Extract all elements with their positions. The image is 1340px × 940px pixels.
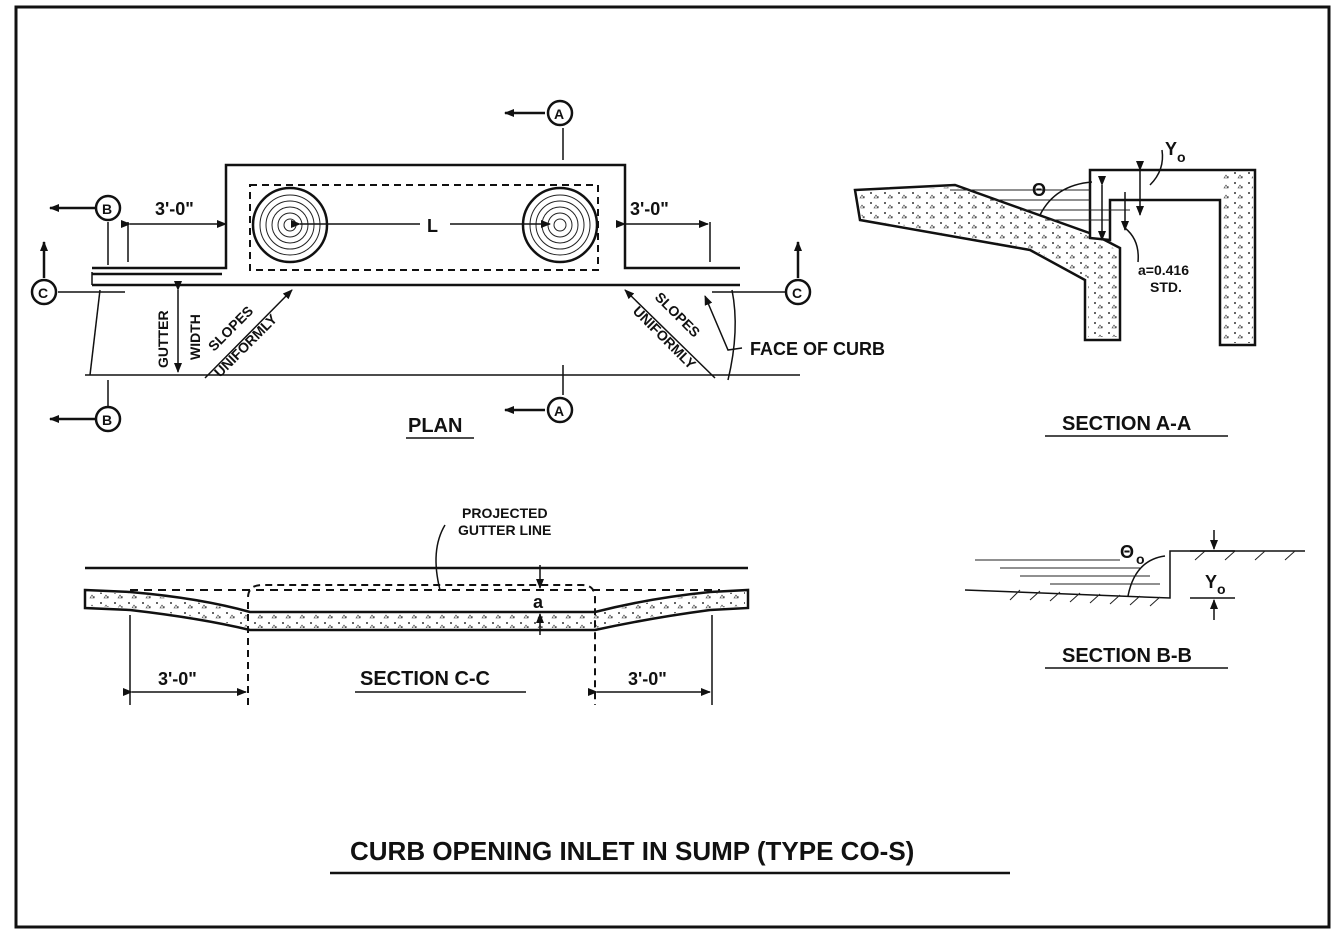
gutter-width-line1: GUTTER [155,310,171,368]
section-marker-b-bottom [94,405,122,433]
marker-c-right-label: C [792,285,802,301]
projected-line2: GUTTER LINE [458,522,551,538]
marker-a-bottom-label: A [554,403,564,419]
section-marker-a-bottom [546,396,574,424]
gutter-width-line2: WIDTH [187,314,203,360]
plan-title: PLAN [408,415,462,437]
section-marker-a-top [546,99,574,127]
section-marker-c-right [784,278,812,306]
plan-length-label: L [427,216,438,236]
section-aa-std: STD. [1150,279,1182,295]
section-cc-dim-right: 3'-0" [628,669,667,689]
marker-b-top-label: B [102,201,112,217]
section-marker-b-top [94,194,122,222]
inlet-grate-right [521,186,599,264]
section-aa-view: Θ Y o a=0.416 STD. SECTION A-A [853,139,1257,437]
plan-dim-right: 3'-0" [630,199,669,219]
section-bb-theta-sub: o [1136,551,1145,567]
section-bb-title: SECTION B-B [1062,645,1192,667]
section-cc-view: PROJECTED GUTTER LINE a 3'-0" 3'-0" SECT… [83,505,750,705]
section-bb-yo-sub: o [1217,581,1226,597]
projected-line1: PROJECTED [462,505,548,521]
section-aa-yo: Y [1165,139,1177,159]
sheet-border [14,5,1331,929]
section-aa-yo-sub: o [1177,149,1186,165]
section-cc-title: SECTION C-C [360,668,490,690]
section-marker-c-left [30,278,58,306]
plan-dim-left: 3'-0" [155,199,194,219]
uniformly-label-right: UNIFORMLY [630,303,700,373]
inlet-grate-left [251,186,329,264]
marker-a-top-label: A [554,106,564,122]
section-cc-depression: a [533,592,544,612]
section-bb-view: Θ o Y o SECTION B-B [964,530,1305,669]
face-of-curb-label: FACE OF CURB [750,339,885,359]
section-bb-yo: Y [1205,572,1217,592]
section-bb-theta: Θ [1120,542,1134,562]
plan-view: L 3'-0" 3'-0" GUTTER WIDTH SLOPES UNIFOR… [30,99,885,439]
marker-b-bottom-label: B [102,412,112,428]
drawing-title: CURB OPENING INLET IN SUMP (TYPE CO-S) [350,836,914,866]
section-aa-depression: a=0.416 [1138,262,1189,278]
section-aa-title: SECTION A-A [1062,413,1191,435]
marker-c-left-label: C [38,285,48,301]
section-cc-dim-left: 3'-0" [158,669,197,689]
section-aa-theta: Θ [1032,180,1046,200]
